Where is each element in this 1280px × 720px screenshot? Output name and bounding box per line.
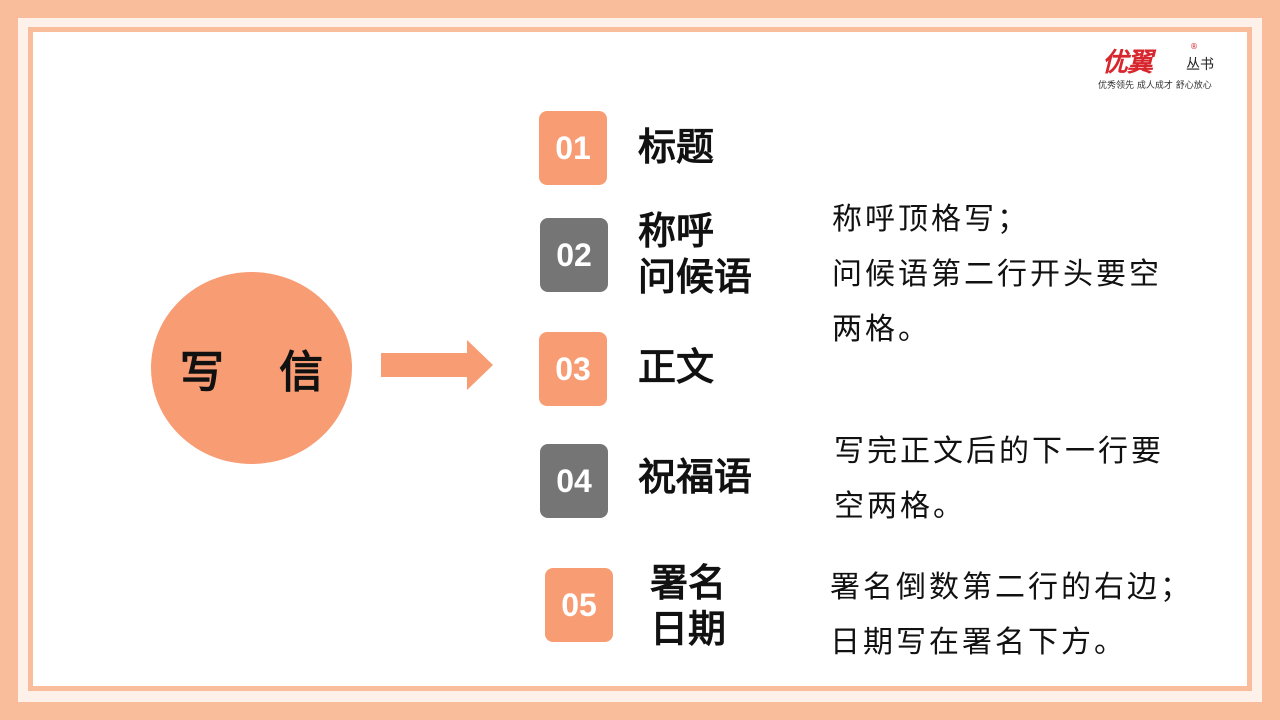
item-number-badge: 04 — [540, 444, 608, 518]
item-title-line: 正文 — [638, 344, 715, 389]
item-number-badge: 03 — [539, 332, 607, 406]
description-line: 署名倒数第二行的右边； — [830, 570, 1193, 605]
description-line: 两格。 — [832, 312, 931, 347]
item-title-line: 署名 — [650, 560, 727, 605]
item-number-badge: 05 — [545, 568, 613, 642]
item-title-line: 问候语 — [638, 254, 753, 299]
description-line: 问候语第二行开头要空 — [832, 257, 1162, 292]
signature-description: 署名倒数第二行的右边； 日期写在署名下方。 — [830, 560, 1193, 670]
item-title-line: 祝福语 — [638, 454, 753, 499]
item-title: 祝福语 — [638, 454, 752, 500]
right-arrow-icon — [381, 340, 493, 390]
topic-label: 写 信 — [179, 347, 344, 398]
topic-circle: 写 信 — [151, 272, 352, 464]
item-title: 标题 — [638, 124, 714, 170]
item-title: 正文 — [638, 344, 714, 390]
item-title: 署名 日期 — [650, 560, 726, 652]
logo-registered-mark: ® — [1190, 42, 1198, 51]
item-number-badge: 01 — [539, 111, 607, 185]
greeting-description: 称呼顶格写； 问候语第二行开头要空 两格。 — [832, 192, 1162, 357]
logo-brand: 优翼 — [1102, 48, 1153, 78]
publisher-logo: 优翼 ® 丛书 优秀领先 成人成才 舒心放心 — [1098, 42, 1230, 94]
description-line: 称呼顶格写； — [832, 202, 1030, 237]
description-line: 日期写在署名下方。 — [830, 625, 1127, 660]
item-title-line: 日期 — [650, 606, 727, 651]
description-line: 写完正文后的下一行要 — [834, 434, 1164, 469]
logo-slogan: 优秀领先 成人成才 舒心放心 — [1098, 81, 1212, 91]
item-title: 称呼 问候语 — [638, 208, 752, 300]
blessing-description: 写完正文后的下一行要 空两格。 — [834, 424, 1164, 534]
item-title-line: 标题 — [638, 124, 715, 169]
item-number-badge: 02 — [540, 218, 608, 292]
description-line: 空两格。 — [834, 489, 966, 524]
logo-series: 丛书 — [1186, 57, 1214, 73]
item-title-line: 称呼 — [638, 208, 715, 253]
